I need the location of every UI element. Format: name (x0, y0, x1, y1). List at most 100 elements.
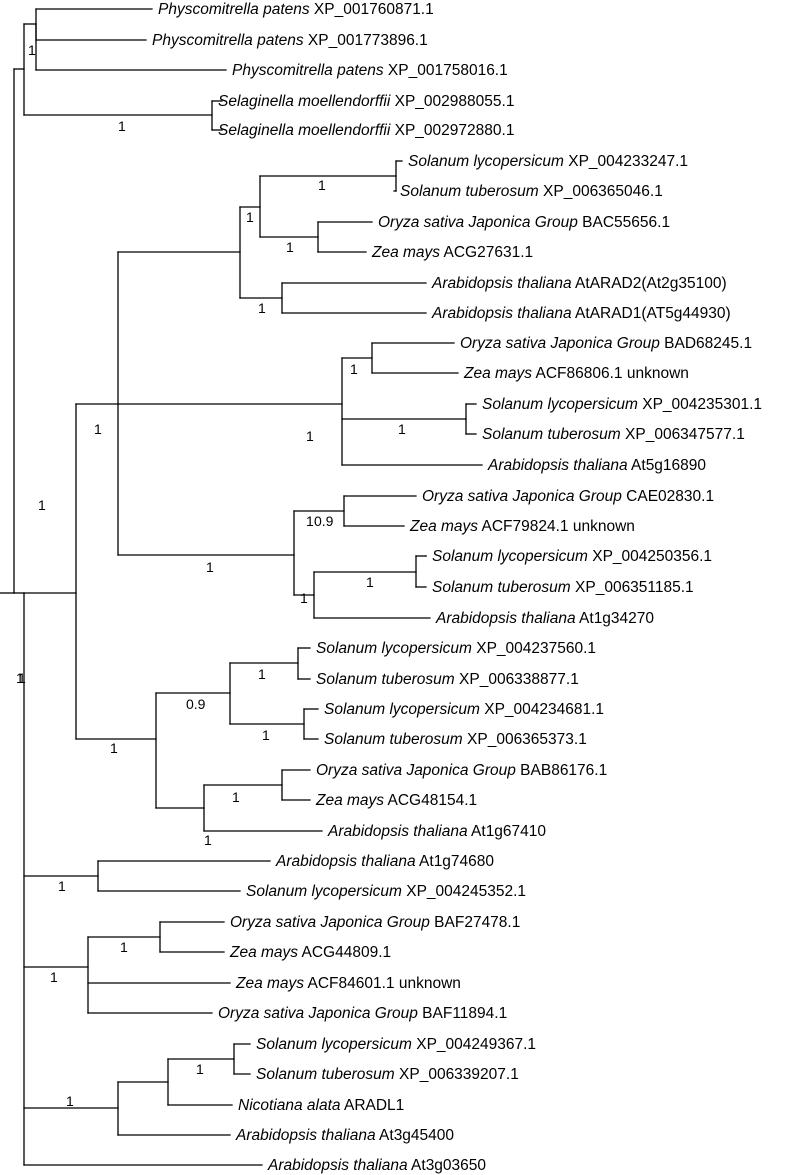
tip-species: Arabidopsis thaliana (267, 1157, 408, 1174)
tip-species: Solanum lycopersicum (246, 883, 402, 900)
tip-label: Zea mays ACG27631.1 (371, 244, 533, 261)
tip-species: Solanum lycopersicum (482, 396, 638, 413)
tip-accession: XP_001773896.1 (304, 32, 428, 49)
tip-accession: ACG44809.1 (298, 944, 391, 961)
tip-accession: XP_002972880.1 (390, 122, 514, 139)
tip-label: Oryza sativa Japonica Group BAD68245.1 (460, 335, 752, 352)
tip-accession: XP_004237560.1 (472, 640, 596, 657)
tip-accession: At3g03650 (408, 1157, 487, 1174)
support-value: 1 (350, 361, 358, 377)
tip-label: Arabidopsis thaliana At3g45400 (235, 1127, 454, 1144)
tip-label: Solanum tuberosum XP_006365046.1 (400, 183, 663, 200)
tip-accession: XP_006338877.1 (455, 671, 579, 688)
tip-label: Physcomitrella patens XP_001760871.1 (158, 1, 434, 18)
support-value: 1 (306, 428, 314, 444)
tip-accession: XP_004245352.1 (402, 883, 526, 900)
tip-label: Physcomitrella patens XP_001773896.1 (152, 32, 428, 49)
tip-accession: ACF84601.1 unknown (304, 975, 461, 992)
tip-species: Arabidopsis thaliana (487, 457, 628, 474)
tip-label: Solanum tuberosum XP_006365373.1 (324, 731, 587, 748)
tip-species: Oryza sativa Japonica Group (230, 914, 430, 931)
tip-accession: BAF11894.1 (418, 1005, 507, 1022)
tip-species: Arabidopsis thaliana (327, 823, 468, 840)
tip-accession: ACG27631.1 (440, 244, 533, 261)
tip-accession: At1g34270 (576, 610, 655, 627)
tip-species: Arabidopsis thaliana (431, 305, 572, 322)
tip-accession: XP_004249367.1 (412, 1036, 536, 1053)
tip-accession: XP_004250356.1 (588, 548, 712, 565)
tip-label: Zea mays ACF79824.1 unknown (409, 518, 635, 535)
tip-accession: At1g74680 (416, 853, 495, 870)
support-value: 1 (318, 177, 326, 193)
tip-species: Oryza sativa Japonica Group (378, 214, 578, 231)
tip-accession: XP_006365373.1 (463, 731, 587, 748)
tip-species: Solanum tuberosum (324, 731, 463, 748)
support-value: 1 (306, 513, 314, 529)
support-value: 1 (38, 497, 46, 513)
tip-accession: At1g67410 (468, 823, 547, 840)
tip-accession: AtARAD2(At2g35100) (572, 275, 727, 292)
tip-species: Solanum tuberosum (482, 426, 621, 443)
tip-species: Zea mays (371, 244, 440, 261)
tip-species: Solanum lycopersicum (432, 548, 588, 565)
tip-accession: At5g16890 (628, 457, 707, 474)
tip-label: Zea mays ACF86806.1 unknown (463, 365, 689, 382)
tip-species: Solanum lycopersicum (316, 640, 472, 657)
tip-species: Solanum tuberosum (316, 671, 455, 688)
tip-species: Solanum tuberosum (256, 1066, 395, 1083)
support-value: 1 (94, 421, 102, 437)
tip-species: Physcomitrella patens (152, 32, 304, 49)
tip-species: Arabidopsis thaliana (431, 275, 572, 292)
tip-label: Arabidopsis thaliana At1g74680 (275, 853, 494, 870)
tip-label: Solanum tuberosum XP_006338877.1 (316, 671, 579, 688)
support-value: 1 (110, 740, 118, 756)
tip-label: Zea mays ACG48154.1 (315, 792, 477, 809)
tip-species: Solanum lycopersicum (256, 1036, 412, 1053)
tip-label: Arabidopsis thaliana AtARAD2(At2g35100) (431, 275, 727, 292)
support-value: 1 (398, 421, 406, 437)
tip-label: Nicotiana alata ARADL1 (238, 1097, 404, 1114)
tip-label: Arabidopsis thaliana At1g34270 (435, 610, 654, 627)
tip-label: Solanum lycopersicum XP_004234681.1 (324, 701, 604, 718)
tip-label: Zea mays ACF84601.1 unknown (235, 975, 461, 992)
support-value: 1 (28, 42, 36, 58)
tip-accession: BAF27478.1 (430, 914, 520, 931)
support-value: 1 (262, 727, 270, 743)
tip-label: Solanum lycopersicum XP_004233247.1 (408, 153, 688, 170)
tip-species: Zea mays (409, 518, 478, 535)
tip-label: Solanum lycopersicum XP_004237560.1 (316, 640, 596, 657)
tip-label: Solanum tuberosum XP_006351185.1 (432, 579, 694, 596)
tip-species: Nicotiana alata (238, 1097, 341, 1114)
tip-accession: AtARAD1(AT5g44930) (572, 305, 731, 322)
tip-species: Oryza sativa Japonica Group (422, 488, 622, 505)
support-value: 1 (300, 590, 308, 606)
tip-accession: XP_006351185.1 (571, 579, 694, 596)
tip-label: Oryza sativa Japonica Group BAB86176.1 (316, 762, 607, 779)
support-value: 1 (286, 239, 294, 255)
tip-species: Selaginella moellendorffii (218, 122, 391, 139)
support-value: 0.9 (186, 696, 206, 712)
tip-accession: BAD68245.1 (660, 335, 752, 352)
tip-label: Solanum tuberosum XP_006347577.1 (482, 426, 745, 443)
tip-species: Zea mays (229, 944, 298, 961)
tip-accession: XP_006339207.1 (395, 1066, 519, 1083)
tip-accession: XP_001760871.1 (310, 1, 434, 18)
support-value: 1 (366, 574, 374, 590)
tip-label: Arabidopsis thaliana At3g03650 (267, 1157, 486, 1174)
tip-accession: ACF86806.1 unknown (532, 365, 689, 382)
tip-accession: XP_006365046.1 (539, 183, 663, 200)
tip-species: Arabidopsis thaliana (235, 1127, 376, 1144)
tip-species: Solanum lycopersicum (324, 701, 480, 718)
tip-species: Zea mays (235, 975, 304, 992)
tip-label: Solanum lycopersicum XP_004249367.1 (256, 1036, 536, 1053)
tip-accession: ARADL1 (341, 1097, 405, 1114)
tip-label: Oryza sativa Japonica Group BAF11894.1 (218, 1005, 507, 1022)
tip-accession: XP_001758016.1 (384, 62, 508, 79)
support-value: 1 (258, 300, 266, 316)
tip-label: Physcomitrella patens XP_001758016.1 (232, 62, 508, 79)
tip-label: Arabidopsis thaliana At5g16890 (487, 457, 706, 474)
tip-accession: XP_004235301.1 (638, 396, 762, 413)
support-value: 1 (118, 118, 126, 134)
tip-accession: ACG48154.1 (384, 792, 477, 809)
